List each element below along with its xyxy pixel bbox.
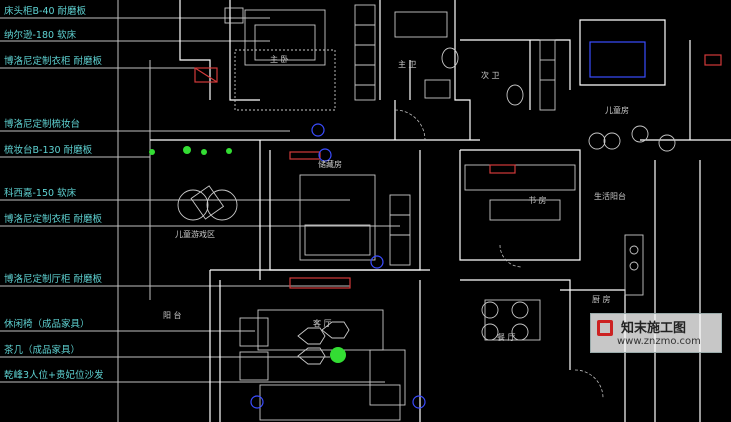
annotation-label: 博洛尼定制梳妆台 (4, 119, 81, 130)
annotation-label: 纳尔逊-180 软床 (4, 30, 77, 41)
accent-red (194, 54, 722, 289)
annotation-label: 博洛尼定制厅柜 耐磨板 (4, 274, 103, 285)
room-label-second-bath: 次 卫 (481, 71, 500, 80)
annotation-label: 梳妆台B-130 耐磨板 (4, 145, 93, 156)
room-label-dining: 餐 厅 (497, 333, 516, 342)
watermark: 知末施工图 www.znzmo.com (590, 313, 722, 353)
annotation-label: 乾峰3人位+贵妃位沙发 (4, 370, 104, 381)
plants (149, 146, 346, 363)
watermark-url: www.znzmo.com (617, 336, 701, 347)
room-label-study: 书 房 (528, 196, 547, 205)
room-label-kids-room: 儿童房 (605, 106, 629, 115)
annotation-label: 博洛尼定制衣柜 耐磨板 (4, 214, 103, 225)
annotation-label: 科西嘉-150 软床 (4, 188, 77, 199)
room-label-master-bedroom: 主 卧 (270, 55, 289, 64)
accent-blue (250, 41, 646, 409)
walls (150, 0, 731, 422)
annotation-label: 休闲椅（成品家具） (4, 319, 90, 330)
annotation-label: 茶几（成品家具） (4, 345, 81, 356)
annotation-label: 床头柜B-40 耐磨板 (4, 6, 87, 17)
furniture (177, 4, 676, 421)
room-label-storage: 储藏房 (318, 160, 342, 169)
door-swings (394, 109, 604, 399)
room-label-balcony: 阳 台 (163, 311, 182, 320)
room-label-kitchen: 厨 房 (592, 295, 611, 304)
room-label-service-balcony: 生活阳台 (594, 192, 626, 201)
annotation-label: 博洛尼定制衣柜 耐磨板 (4, 56, 103, 67)
room-label-master-bath: 主 卫 (398, 60, 417, 69)
watermark-logo-icon (597, 320, 613, 336)
room-label-kids-play: 儿童游戏区 (175, 230, 215, 239)
room-label-living: 客 厅 (313, 319, 332, 328)
leader-lines (0, 0, 400, 422)
watermark-name: 知末施工图 (621, 321, 687, 336)
